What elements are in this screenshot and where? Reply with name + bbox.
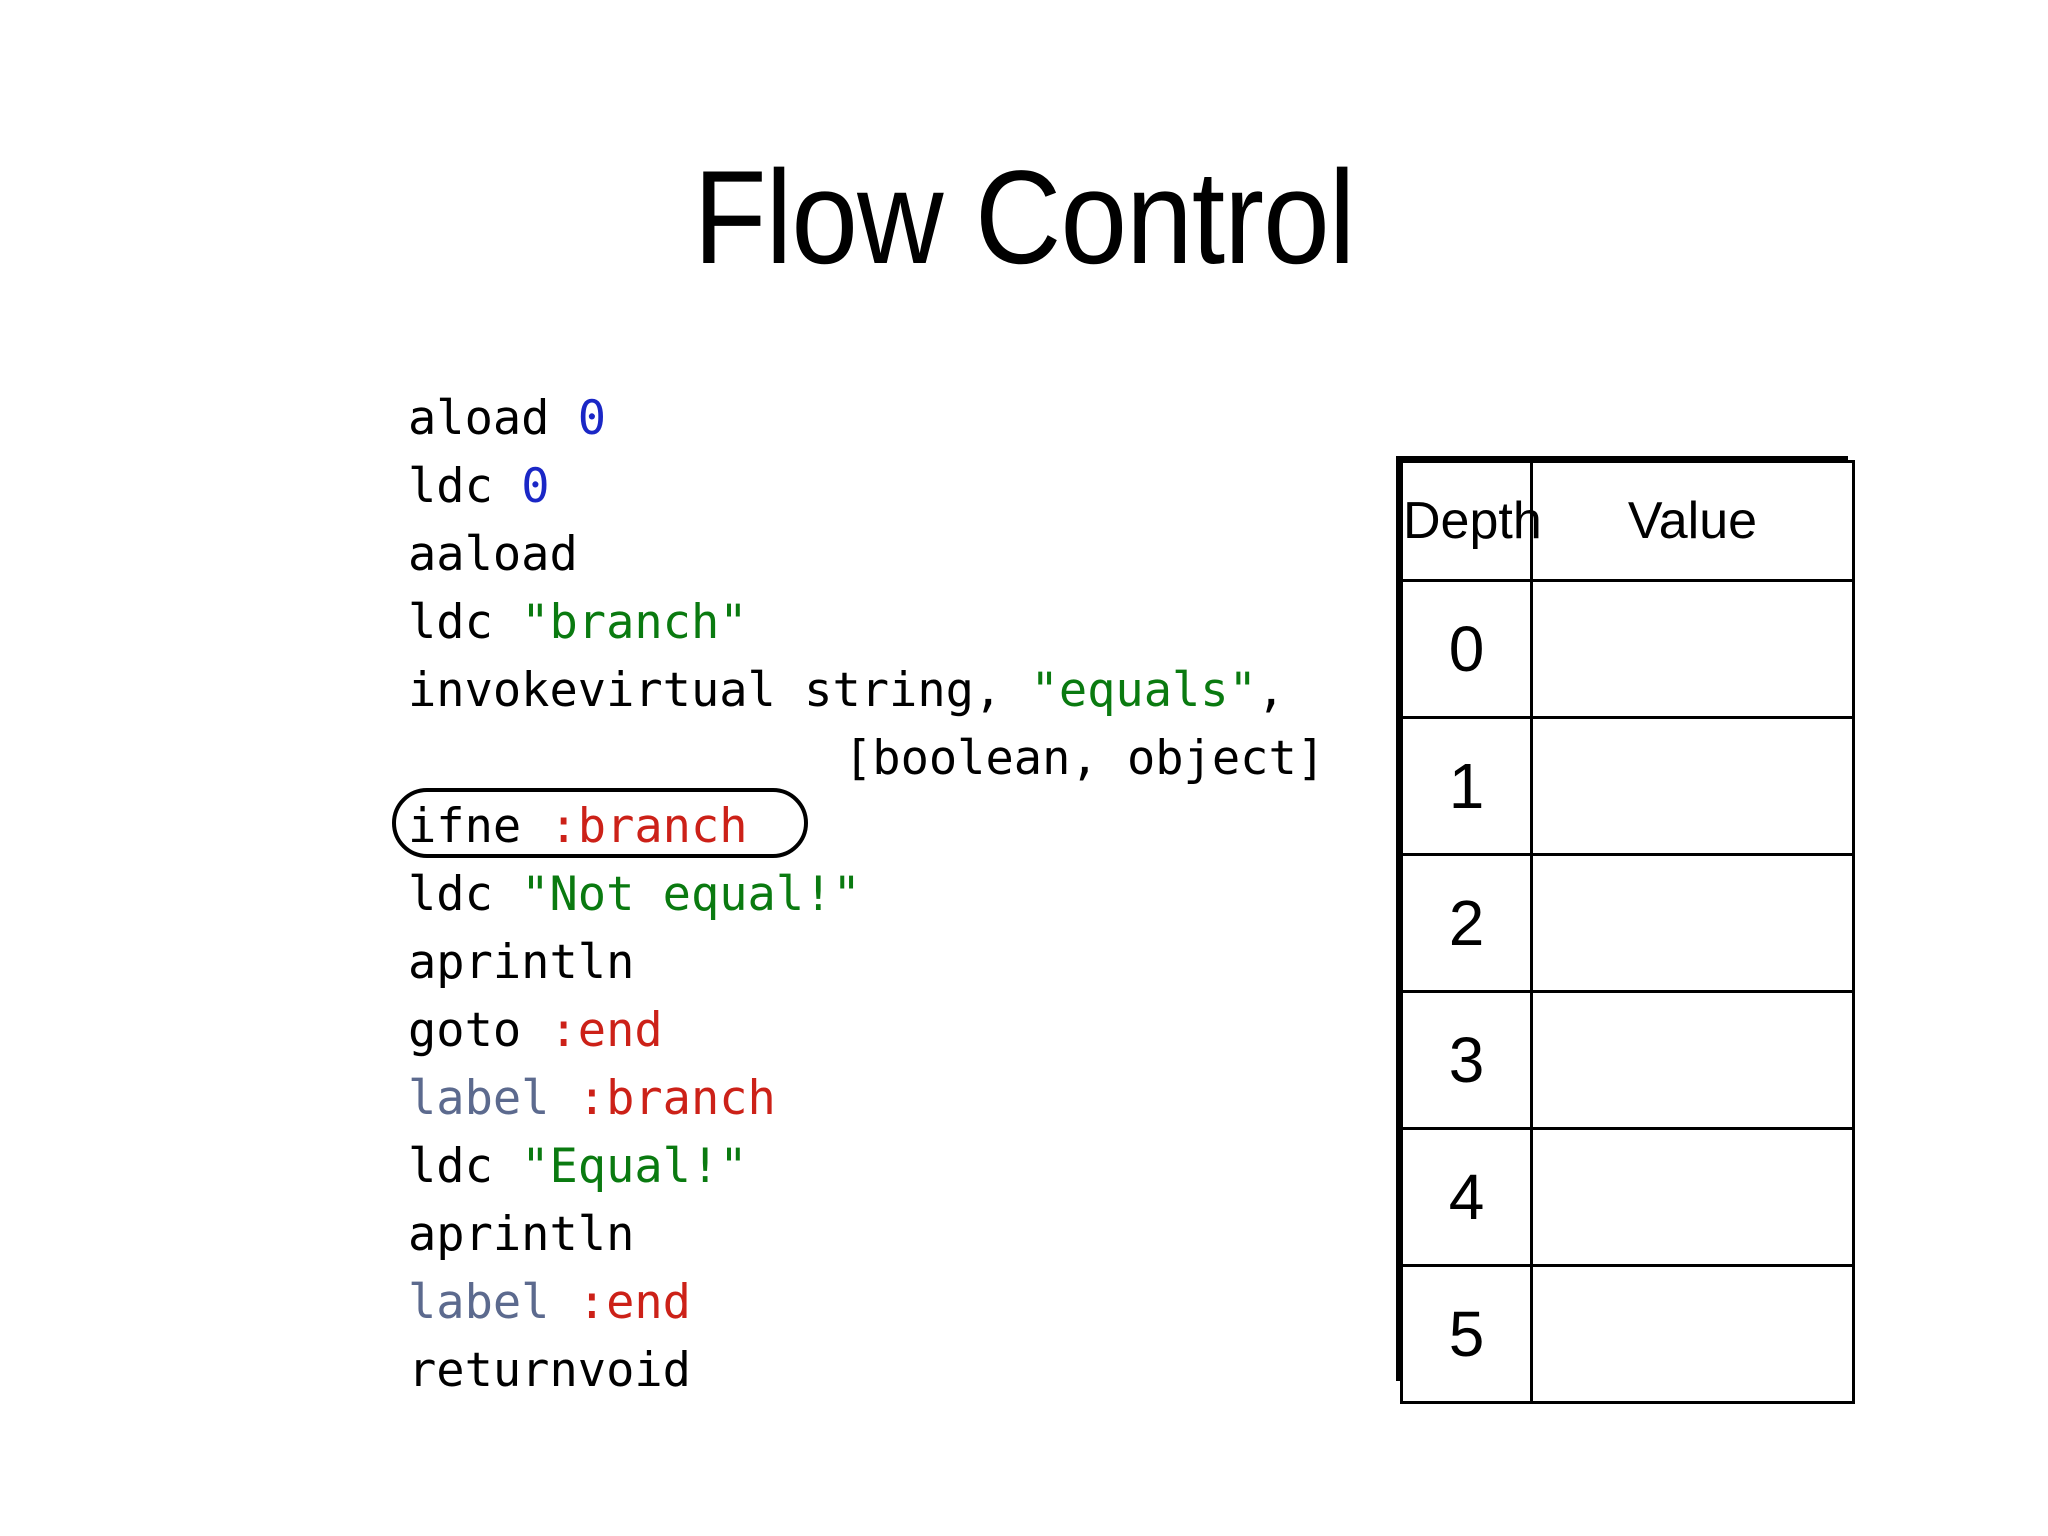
code-token-plain: goto <box>408 1003 550 1058</box>
code-token-plain <box>549 1071 577 1126</box>
line-ldc-equal: ldc "Equal!" <box>408 1133 1325 1201</box>
code-token-plain: aaload <box>408 527 578 582</box>
instruction-text: ldc 0 <box>408 459 549 514</box>
value-cell-5[interactable] <box>1530 1264 1855 1404</box>
table-row: 4 <box>1400 1127 1855 1267</box>
depth-cell-1: 1 <box>1400 716 1533 856</box>
code-token-str: "Not equal!" <box>521 867 861 922</box>
code-token-plain: returnvoid <box>408 1343 691 1398</box>
code-token-plain: ldc <box>408 595 522 650</box>
instruction-text: ldc "Equal!" <box>408 1139 748 1194</box>
code-token-str: "branch" <box>521 595 748 650</box>
code-token-plain: , <box>1256 663 1286 718</box>
depth-cell-0: 0 <box>1400 579 1533 719</box>
column-header-value: Value <box>1530 460 1855 582</box>
line-invokevirtual: invokevirtual string, "equals", <box>408 657 1325 725</box>
code-token-plain: ldc <box>408 459 522 514</box>
code-token-str: "equals" <box>1030 663 1257 718</box>
code-token-plain: aprintln <box>408 1207 635 1262</box>
code-token-plain: ldc <box>408 867 522 922</box>
code-token-lbl: :branch <box>549 799 748 854</box>
instruction-text: aprintln <box>408 1207 634 1262</box>
code-token-lbl: :end <box>577 1275 691 1330</box>
line-ldc-not-equal: ldc "Not equal!" <box>408 861 1325 929</box>
code-token-plain <box>549 1275 577 1330</box>
line-goto-end: goto :end <box>408 997 1325 1065</box>
value-cell-4[interactable] <box>1530 1127 1855 1267</box>
instruction-text: ldc "branch" <box>408 595 748 650</box>
column-header-depth: Depth <box>1400 460 1542 582</box>
code-token-plain: [boolean, object] <box>844 731 1326 786</box>
table-row: 2 <box>1400 853 1855 993</box>
line-aprintln-1: aprintln <box>408 929 1325 997</box>
code-token-kw: label <box>408 1275 550 1330</box>
table-header-row: Depth Value <box>1400 460 1855 582</box>
instruction-text: label :end <box>408 1275 691 1330</box>
code-token-str: "Equal!" <box>521 1139 748 1194</box>
instruction-text: aprintln <box>408 935 634 990</box>
code-token-num: 0 <box>521 459 550 514</box>
line-aload-0: aload 0 <box>408 385 1325 453</box>
instruction-text: [boolean, object] <box>844 731 1325 786</box>
code-token-lbl: :branch <box>577 1071 776 1126</box>
code-token-kw: label <box>408 1071 550 1126</box>
code-token-plain: aload <box>408 391 578 446</box>
line-returnvoid: returnvoid <box>408 1337 1325 1405</box>
line-label-branch: label :branch <box>408 1065 1325 1133</box>
code-token-plain: ifne <box>408 799 550 854</box>
instruction-text: label :branch <box>408 1071 776 1126</box>
highlighted-instruction: ifne :branch <box>392 788 808 861</box>
instruction-text: ldc "Not equal!" <box>408 867 861 922</box>
code-token-lbl: :end <box>549 1003 663 1058</box>
code-token-plain: ldc <box>408 1139 522 1194</box>
table-row: 3 <box>1400 990 1855 1130</box>
depth-cell-4: 4 <box>1400 1127 1533 1267</box>
value-cell-3[interactable] <box>1530 990 1855 1130</box>
line-ldc-branch: ldc "branch" <box>408 589 1325 657</box>
instruction-text: aaload <box>408 527 578 582</box>
line-label-end: label :end <box>408 1269 1325 1337</box>
value-cell-1[interactable] <box>1530 716 1855 856</box>
code-token-plain: aprintln <box>408 935 635 990</box>
value-cell-0[interactable] <box>1530 579 1855 719</box>
instruction-text: goto :end <box>408 1003 663 1058</box>
depth-cell-5: 5 <box>1400 1264 1533 1404</box>
line-ifne-branch: ifne :branch <box>392 788 1325 861</box>
line-aaload: aaload <box>408 521 1325 589</box>
depth-cell-2: 2 <box>1400 853 1533 993</box>
stack-table-head: Depth Value <box>1400 460 1855 582</box>
instruction-text: returnvoid <box>408 1343 691 1398</box>
page-title: Flow Control <box>693 144 1355 292</box>
table-row: 5 <box>1400 1264 1855 1404</box>
code-token-plain: invokevirtual string, <box>408 663 1031 718</box>
table-row: 1 <box>1400 716 1855 856</box>
instruction-text: aload 0 <box>408 391 606 446</box>
code-token-num: 0 <box>577 391 607 446</box>
line-aprintln-2: aprintln <box>408 1201 1325 1269</box>
line-ldc-0: ldc 0 <box>408 453 1325 521</box>
line-signature: [boolean, object] <box>408 725 1325 793</box>
table-row: 0 <box>1400 579 1855 719</box>
value-cell-2[interactable] <box>1530 853 1855 993</box>
depth-cell-3: 3 <box>1400 990 1533 1130</box>
instruction-text: invokevirtual string, "equals", <box>408 663 1285 718</box>
